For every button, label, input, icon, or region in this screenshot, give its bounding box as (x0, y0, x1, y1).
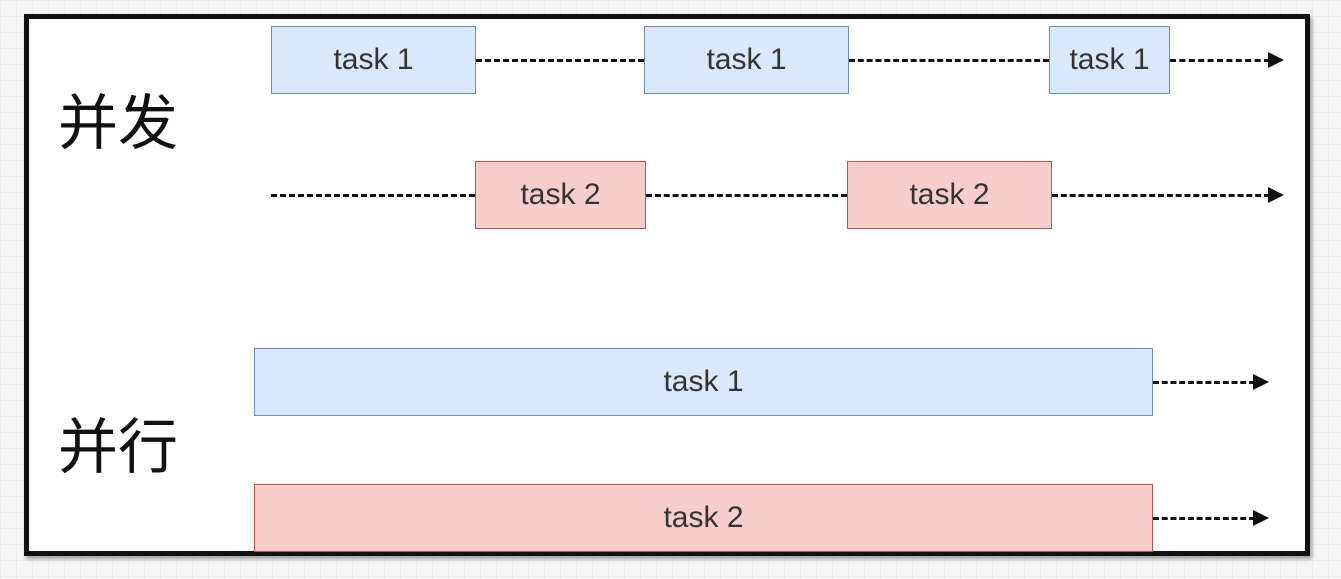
concurrency-task1-block-2: task 1 (644, 26, 849, 94)
concurrency-task2-wait-2 (646, 194, 847, 197)
parallelism-label: 并行 (58, 413, 178, 483)
concurrency-task2-block-1: task 2 (475, 161, 646, 229)
concurrency-task1-wait-1 (476, 59, 644, 62)
concurrency-task1-block-1: task 1 (271, 26, 476, 94)
concurrency-task1-tail (1170, 59, 1270, 62)
concurrency-task1-wait-2 (849, 59, 1049, 62)
parallel-task2-tail (1153, 517, 1255, 520)
parallel-task1-tail (1153, 381, 1255, 384)
parallel-task1-block: task 1 (254, 348, 1153, 416)
parallel-task2-arrowhead (1253, 510, 1269, 526)
concurrency-task2-block-2: task 2 (847, 161, 1052, 229)
parallel-task2-block: task 2 (254, 484, 1153, 552)
concurrency-task2-tail (1052, 194, 1270, 197)
concurrency-task2-wait-1 (271, 194, 475, 197)
concurrency-task1-arrowhead (1268, 52, 1284, 68)
parallel-task1-arrowhead (1253, 374, 1269, 390)
concurrency-task2-arrowhead (1268, 187, 1284, 203)
diagram-frame (24, 14, 1310, 556)
concurrency-label: 并发 (58, 89, 178, 159)
concurrency-task1-block-3: task 1 (1049, 26, 1170, 94)
